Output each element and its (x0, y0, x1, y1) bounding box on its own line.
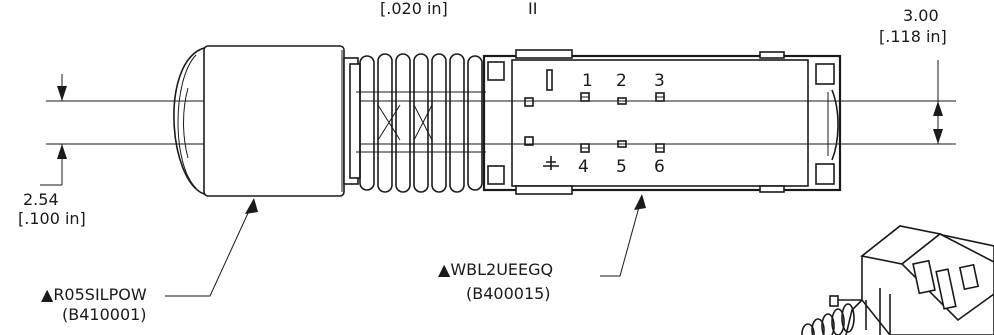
right-dimension-imperial: [.118 in] (879, 27, 947, 46)
callout-left-part: ▲R05SILPOW (41, 285, 147, 304)
top-dimension-imperial: [.020 in] (380, 0, 448, 18)
spring-coil (356, 53, 486, 193)
right-dimension-arrows (933, 60, 943, 144)
led-body (203, 45, 345, 197)
pin-number: 5 (616, 157, 627, 177)
pin-number: 6 (654, 157, 665, 177)
top-dimension-mark: II (528, 0, 537, 18)
pitch-extension-lines (46, 100, 956, 145)
leader-lines (165, 194, 646, 297)
left-dimension-arrows (40, 74, 67, 186)
pin-markers (524, 92, 665, 170)
right-dimension-metric: 3.00 (903, 6, 939, 25)
led-collar (343, 57, 361, 185)
spring-3d (801, 303, 855, 335)
callout-right-code: (B400015) (466, 284, 551, 303)
pin-number: 2 (616, 71, 627, 91)
connector-3d-view (829, 225, 994, 335)
pin-number: 4 (578, 157, 589, 177)
led-dome (173, 47, 205, 195)
callout-right-part: ▲WBL2UEEGQ (438, 260, 553, 279)
pin-number: 3 (654, 71, 665, 91)
pin-number: 1 (582, 71, 593, 91)
callout-left-code: (B410001) (62, 305, 147, 324)
left-dimension-imperial: [.100 in] (18, 209, 86, 228)
left-dimension-metric: 2.54 (23, 190, 59, 209)
connector-housing (482, 49, 842, 195)
